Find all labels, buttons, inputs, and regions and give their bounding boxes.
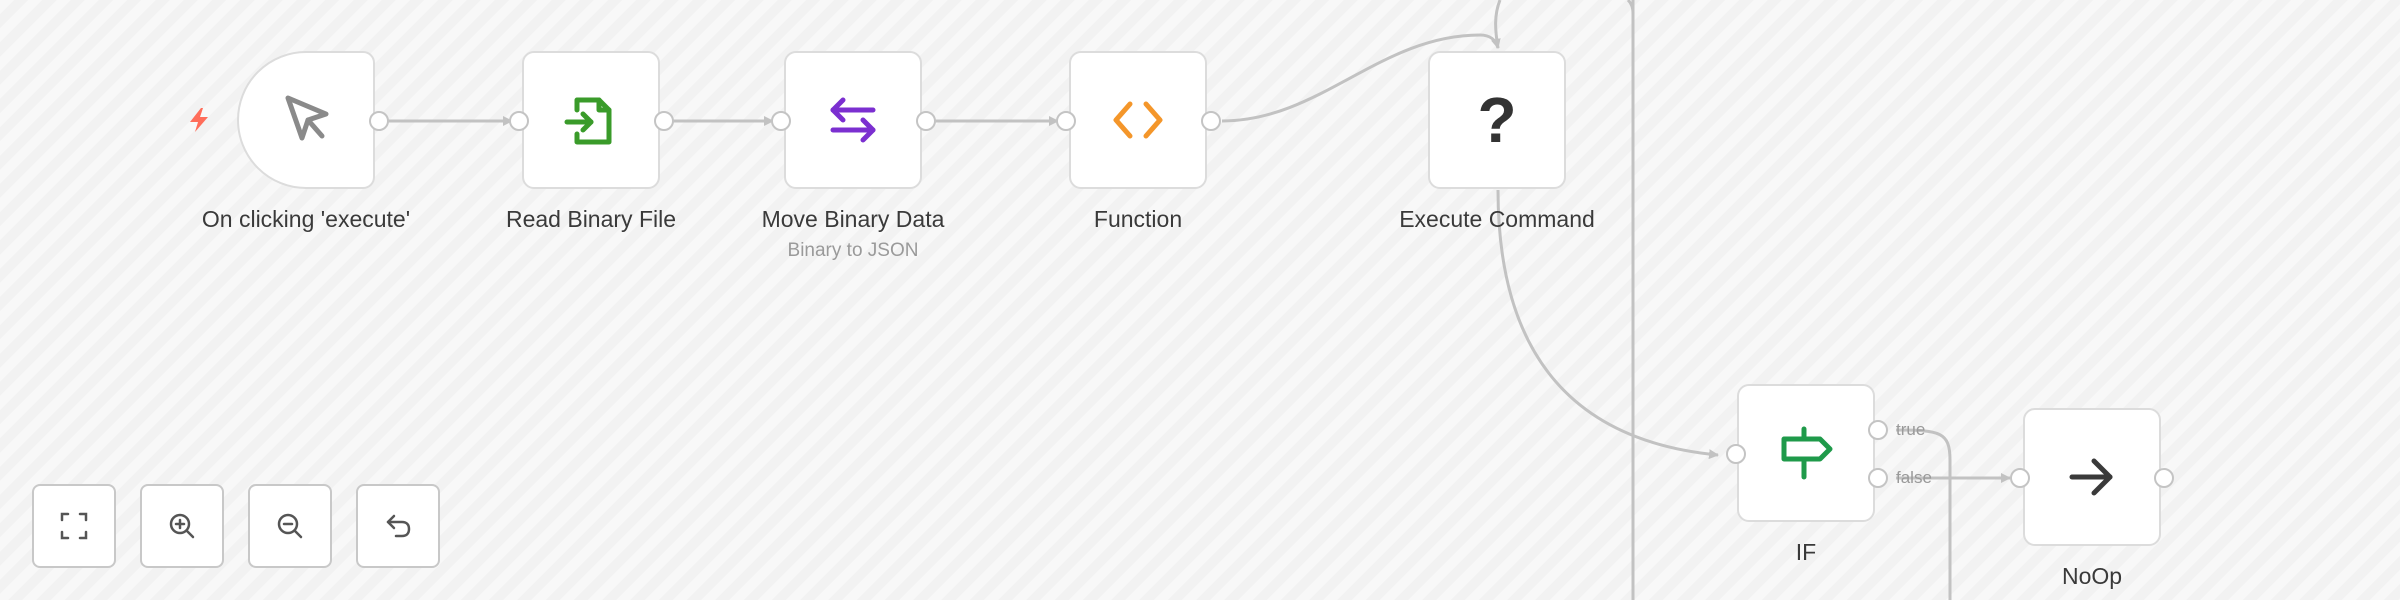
output-port[interactable] bbox=[2154, 468, 2174, 488]
node-label: Move Binary Data bbox=[761, 206, 945, 232]
node-label: Execute Command bbox=[1399, 206, 1595, 232]
reset-zoom-button[interactable] bbox=[356, 484, 440, 568]
true-output-label: true bbox=[1896, 420, 1926, 439]
cursor-pointer-icon bbox=[276, 90, 336, 150]
output-port[interactable] bbox=[369, 111, 389, 131]
node-subtitle: Binary to JSON bbox=[787, 240, 919, 261]
output-port-false[interactable] bbox=[1868, 468, 1888, 488]
lightning-bolt-icon bbox=[190, 108, 208, 132]
false-output-label: false bbox=[1896, 468, 1932, 487]
arrow-right-icon bbox=[2062, 447, 2122, 507]
input-port[interactable] bbox=[1726, 444, 1746, 464]
node-if[interactable] bbox=[1737, 384, 1875, 522]
question-mark-icon: ? bbox=[1477, 84, 1517, 156]
input-port[interactable] bbox=[2010, 468, 2030, 488]
node-label: On clicking 'execute' bbox=[201, 206, 411, 232]
node-read-binary-file[interactable] bbox=[522, 51, 660, 189]
node-label: Function bbox=[1093, 206, 1183, 232]
output-port[interactable] bbox=[1201, 111, 1221, 131]
output-port[interactable] bbox=[916, 111, 936, 131]
zoom-in-icon bbox=[169, 513, 195, 539]
signpost-icon bbox=[1776, 423, 1836, 483]
node-label: NoOp bbox=[2061, 563, 2123, 589]
node-noop[interactable] bbox=[2023, 408, 2161, 546]
node-function[interactable] bbox=[1069, 51, 1207, 189]
zoom-out-button[interactable] bbox=[248, 484, 332, 568]
input-port[interactable] bbox=[771, 111, 791, 131]
node-on-clicking-execute[interactable] bbox=[237, 51, 375, 189]
code-brackets-icon bbox=[1108, 90, 1168, 150]
output-port[interactable] bbox=[654, 111, 674, 131]
file-import-icon bbox=[561, 90, 621, 150]
node-execute-command[interactable]: ? bbox=[1428, 51, 1566, 189]
node-label: IF bbox=[1795, 539, 1817, 565]
fit-view-button[interactable] bbox=[32, 484, 116, 568]
fullscreen-icon bbox=[60, 512, 88, 540]
node-label: Read Binary File bbox=[505, 206, 677, 232]
input-port[interactable] bbox=[509, 111, 529, 131]
node-move-binary-data[interactable] bbox=[784, 51, 922, 189]
undo-icon bbox=[386, 514, 411, 538]
output-port-true[interactable] bbox=[1868, 420, 1888, 440]
exchange-arrows-icon bbox=[823, 90, 883, 150]
input-port[interactable] bbox=[1056, 111, 1076, 131]
zoom-out-icon bbox=[277, 513, 303, 539]
zoom-in-button[interactable] bbox=[140, 484, 224, 568]
